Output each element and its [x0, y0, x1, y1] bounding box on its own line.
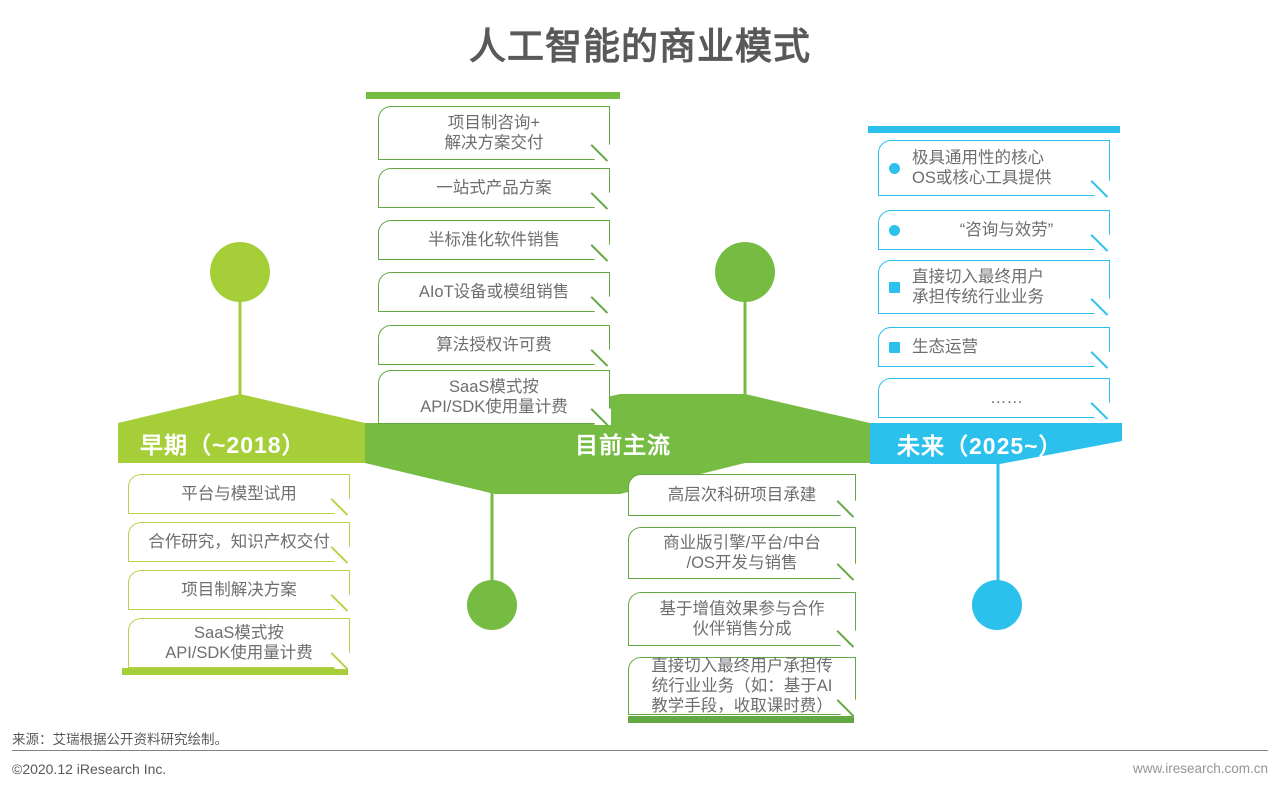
box-corner-chamfer [593, 348, 611, 366]
source-note: 来源：艾瑞根据公开资料研究绘制。 [12, 732, 228, 747]
stem-early-up [238, 295, 242, 423]
box-future-top-2[interactable]: “咨询与效劳” [878, 210, 1111, 252]
node-early [210, 242, 270, 302]
box-label: 直接切入最终用户承担传 统行业业务（如：基于AI 教学手段，收取课时费） [651, 656, 833, 716]
banner-shape-current [365, 394, 870, 494]
box-label: AIoT设备或模组销售 [418, 282, 570, 301]
bullet-placeholder [889, 393, 900, 404]
box-corner-chamfer [593, 191, 611, 209]
node-future [972, 580, 1022, 630]
stem-current-up [743, 295, 747, 423]
box-label: 商业版引擎/平台/中台 /OS开发与销售 [663, 533, 821, 572]
banner-label-early: 早期（~2018） [140, 432, 306, 458]
box-label: “咨询与效劳” [959, 220, 1054, 239]
box-current-top-6[interactable]: SaaS模式按 API/SDK使用量计费 [378, 370, 611, 426]
box-label: 直接切入最终用户 承担传统行业业务 [912, 267, 1044, 306]
box-current-top-5[interactable]: 算法授权许可费 [378, 325, 611, 367]
accent-bar-current-top [366, 92, 620, 99]
box-early-bottom-4[interactable]: SaaS模式按 API/SDK使用量计费 [128, 618, 351, 670]
box-current-top-3[interactable]: 半标准化软件销售 [378, 220, 611, 262]
page-title: 人工智能的商业模式 [469, 26, 811, 67]
box-corner-chamfer [839, 698, 857, 716]
box-current-bottom-3[interactable]: 基于增值效果参与合作 伙伴销售分成 [628, 592, 857, 648]
banner-label-future: 未来（2025~） [897, 433, 1063, 459]
website-link[interactable]: www.iresearch.com.cn [1132, 761, 1268, 776]
banner-shape-early [118, 394, 365, 463]
box-label: 生态运营 [912, 337, 978, 356]
box-label: 项目制咨询+ 解决方案交付 [444, 113, 544, 152]
banner-future: 未来（2025~） [897, 425, 1122, 463]
box-label: 一站式产品方案 [436, 178, 552, 197]
footer-divider [12, 750, 1268, 751]
banner-early: 早期（~2018） [140, 424, 365, 462]
box-label: 平台与模型试用 [181, 484, 297, 503]
box-label: 基于增值效果参与合作 伙伴销售分成 [659, 599, 825, 638]
box-future-top-3[interactable]: 直接切入最终用户 承担传统行业业务 [878, 260, 1111, 316]
box-corner-chamfer [839, 629, 857, 647]
box-future-top-1[interactable]: 极具通用性的核心 OS或核心工具提供 [878, 140, 1111, 198]
box-label: 合作研究，知识产权交付 [148, 532, 330, 551]
box-early-bottom-1[interactable]: 平台与模型试用 [128, 474, 351, 516]
box-corner-chamfer [333, 593, 351, 611]
box-label: 项目制解决方案 [181, 580, 297, 599]
box-corner-chamfer [333, 545, 351, 563]
box-early-bottom-3[interactable]: 项目制解决方案 [128, 570, 351, 612]
box-label: 极具通用性的核心 OS或核心工具提供 [912, 148, 1052, 187]
accent-bar-current-bottom [628, 716, 854, 723]
box-corner-chamfer [839, 499, 857, 517]
box-corner-chamfer [593, 407, 611, 425]
bullet-square-icon [889, 281, 900, 293]
bullet-dot-icon [889, 224, 900, 236]
box-corner-chamfer [333, 497, 351, 515]
box-corner-chamfer [333, 651, 351, 669]
box-corner-chamfer [593, 295, 611, 313]
box-current-bottom-4[interactable]: 直接切入最终用户承担传 统行业业务（如：基于AI 教学手段，收取课时费） [628, 656, 857, 717]
box-future-top-5[interactable]: …… [878, 378, 1111, 420]
box-label: 半标准化软件销售 [428, 230, 560, 249]
box-label: 算法授权许可费 [436, 335, 552, 354]
box-current-top-2[interactable]: 一站式产品方案 [378, 168, 611, 210]
box-corner-chamfer [839, 562, 857, 580]
box-corner-chamfer [593, 243, 611, 261]
copyright-text: ©2020.12 iResearch Inc. [12, 761, 167, 777]
stem-future-down [996, 464, 1000, 582]
box-current-top-4[interactable]: AIoT设备或模组销售 [378, 272, 611, 314]
box-future-top-4[interactable]: 生态运营 [878, 327, 1111, 369]
box-label: 高层次科研项目承建 [667, 485, 817, 504]
node-current-top [715, 242, 775, 302]
bullet-dot-icon [889, 162, 900, 174]
node-current-bottom [467, 580, 517, 630]
stem-current-down [490, 464, 494, 582]
box-early-bottom-2[interactable]: 合作研究，知识产权交付 [128, 522, 351, 564]
bullet-square-icon [889, 341, 900, 353]
box-corner-chamfer [593, 143, 611, 161]
box-current-top-1[interactable]: 项目制咨询+ 解决方案交付 [378, 106, 611, 162]
accent-bar-future-top [868, 126, 1120, 133]
banner-label-current: 目前主流 [575, 432, 671, 458]
box-label: SaaS模式按 API/SDK使用量计费 [420, 377, 568, 416]
accent-bar-early-bottom [122, 668, 348, 675]
box-current-bottom-2[interactable]: 商业版引擎/平台/中台 /OS开发与销售 [628, 527, 857, 581]
box-label: SaaS模式按 API/SDK使用量计费 [165, 623, 313, 662]
banner-shape-future [870, 423, 1122, 464]
box-label: …… [990, 388, 1023, 407]
banner-current: 目前主流 [575, 424, 805, 462]
box-current-bottom-1[interactable]: 高层次科研项目承建 [628, 474, 857, 518]
